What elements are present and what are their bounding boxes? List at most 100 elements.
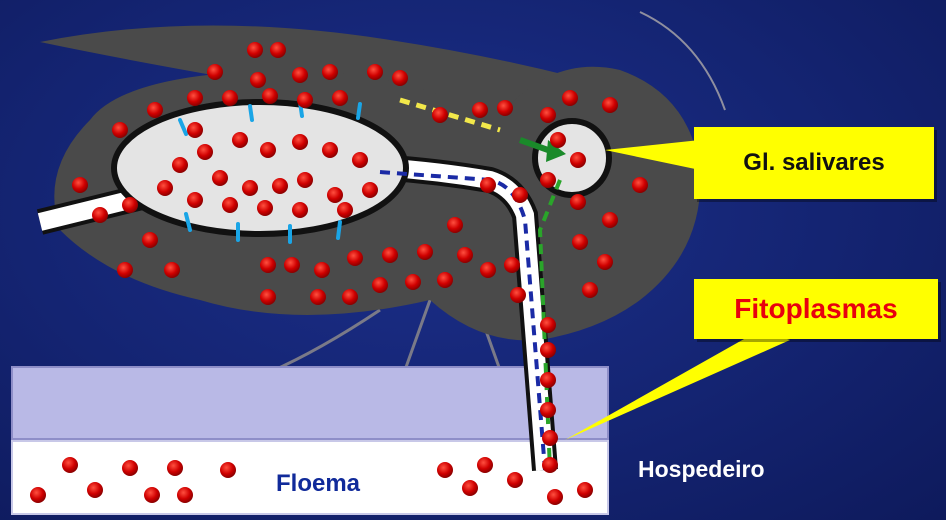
phytoplasma-dot: [367, 64, 383, 80]
phytoplasma-dot: [142, 232, 158, 248]
phytoplasma-dot: [362, 182, 378, 198]
phytoplasma-dot: [207, 64, 223, 80]
phytoplasma-dot: [30, 487, 46, 503]
host-label: Hospedeiro: [638, 456, 765, 483]
phytoplasma-dot: [117, 262, 133, 278]
phytoplasma-dot: [547, 489, 563, 505]
phytoplasma-dot: [480, 177, 496, 193]
phytoplasma-dot: [292, 67, 308, 83]
phytoplasma-dot: [167, 460, 183, 476]
phytoplasma-dot: [540, 372, 556, 388]
phytoplasma-dot: [212, 170, 228, 186]
phytoplasma-dot: [507, 472, 523, 488]
phytoplasma-dot: [157, 180, 173, 196]
phytoplasma-dot: [504, 257, 520, 273]
phytoplasma-dot: [570, 194, 586, 210]
phytoplasma-dot: [477, 457, 493, 473]
phytoplasma-dot: [172, 157, 188, 173]
phytoplasma-dot: [540, 402, 556, 418]
phytoplasma-dot: [232, 132, 248, 148]
phytoplasmas-text: Fitoplasmas: [734, 293, 897, 325]
phytoplasma-dot: [347, 250, 363, 266]
phytoplasma-dot: [197, 144, 213, 160]
phytoplasma-dot: [222, 90, 238, 106]
phytoplasma-dot: [332, 90, 348, 106]
phytoplasma-dot: [250, 72, 266, 88]
phytoplasma-dot: [292, 134, 308, 150]
phytoplasma-dot: [462, 480, 478, 496]
phytoplasma-dot: [147, 102, 163, 118]
phytoplasma-dot: [497, 100, 513, 116]
phytoplasma-dot: [164, 262, 180, 278]
phytoplasma-dot: [480, 262, 496, 278]
phytoplasma-dot: [314, 262, 330, 278]
phytoplasma-dot: [562, 90, 578, 106]
phytoplasma-dot: [352, 152, 368, 168]
phytoplasma-dot: [292, 202, 308, 218]
phytoplasma-dot: [284, 257, 300, 273]
phytoplasma-dot: [297, 172, 313, 188]
phytoplasma-dot: [270, 42, 286, 58]
phytoplasma-dot: [260, 289, 276, 305]
phytoplasma-dot: [122, 197, 138, 213]
phytoplasma-dot: [570, 152, 586, 168]
phytoplasma-dot: [297, 92, 313, 108]
phytoplasma-dot: [62, 457, 78, 473]
phytoplasma-dot: [187, 122, 203, 138]
phytoplasma-dot: [327, 187, 343, 203]
host-tissue: [12, 367, 608, 439]
phytoplasma-dot: [220, 462, 236, 478]
phytoplasma-dot: [87, 482, 103, 498]
phytoplasma-dot: [457, 247, 473, 263]
phytoplasmas-label: Fitoplasmas: [694, 279, 938, 339]
phytoplasma-dot: [542, 430, 558, 446]
phloem-label: Floema: [276, 470, 360, 498]
phytoplasma-dot: [322, 64, 338, 80]
phytoplasma-dot: [437, 272, 453, 288]
phytoplasma-dot: [187, 90, 203, 106]
phytoplasma-dot: [337, 202, 353, 218]
phytoplasma-dot: [582, 282, 598, 298]
phytoplasma-dot: [602, 97, 618, 113]
salivary-glands-text: Gl. salivares: [743, 149, 884, 177]
phytoplasma-dot: [602, 212, 618, 228]
phytoplasma-dot: [72, 177, 88, 193]
phytoplasma-dot: [242, 180, 258, 196]
phytoplasma-dot: [540, 172, 556, 188]
phytoplasma-dot: [372, 277, 388, 293]
phytoplasma-dot: [540, 317, 556, 333]
phytoplasma-dot: [597, 254, 613, 270]
phytoplasma-dot: [572, 234, 588, 250]
phytoplasma-dot: [222, 197, 238, 213]
phytoplasma-dot: [447, 217, 463, 233]
phytoplasma-dot: [260, 142, 276, 158]
phytoplasma-dot: [177, 487, 193, 503]
phytoplasma-dot: [392, 70, 408, 86]
phytoplasma-dot: [542, 457, 558, 473]
phytoplasma-dot: [437, 462, 453, 478]
phytoplasma-dot: [112, 122, 128, 138]
phytoplasma-dot: [257, 200, 273, 216]
phytoplasma-dot: [432, 107, 448, 123]
phytoplasma-dot: [247, 42, 263, 58]
salivary-glands-label: Gl. salivares: [694, 127, 934, 199]
phytoplasma-dot: [187, 192, 203, 208]
phytoplasma-dot: [577, 482, 593, 498]
phytoplasma-dot: [417, 244, 433, 260]
phytoplasma-dot: [512, 187, 528, 203]
phytoplasma-dot: [632, 177, 648, 193]
phytoplasma-dot: [322, 142, 338, 158]
phytoplasma-dot: [262, 88, 278, 104]
phytoplasma-dot: [144, 487, 160, 503]
phytoplasma-dot: [122, 460, 138, 476]
phytoplasma-dot: [472, 102, 488, 118]
phytoplasma-dot: [272, 178, 288, 194]
phytoplasma-dot: [405, 274, 421, 290]
phytoplasma-dot: [510, 287, 526, 303]
phytoplasma-dot: [260, 257, 276, 273]
phytoplasma-dot: [550, 132, 566, 148]
phytoplasma-dot: [310, 289, 326, 305]
phytoplasma-dot: [342, 289, 358, 305]
phytoplasma-dot: [92, 207, 108, 223]
